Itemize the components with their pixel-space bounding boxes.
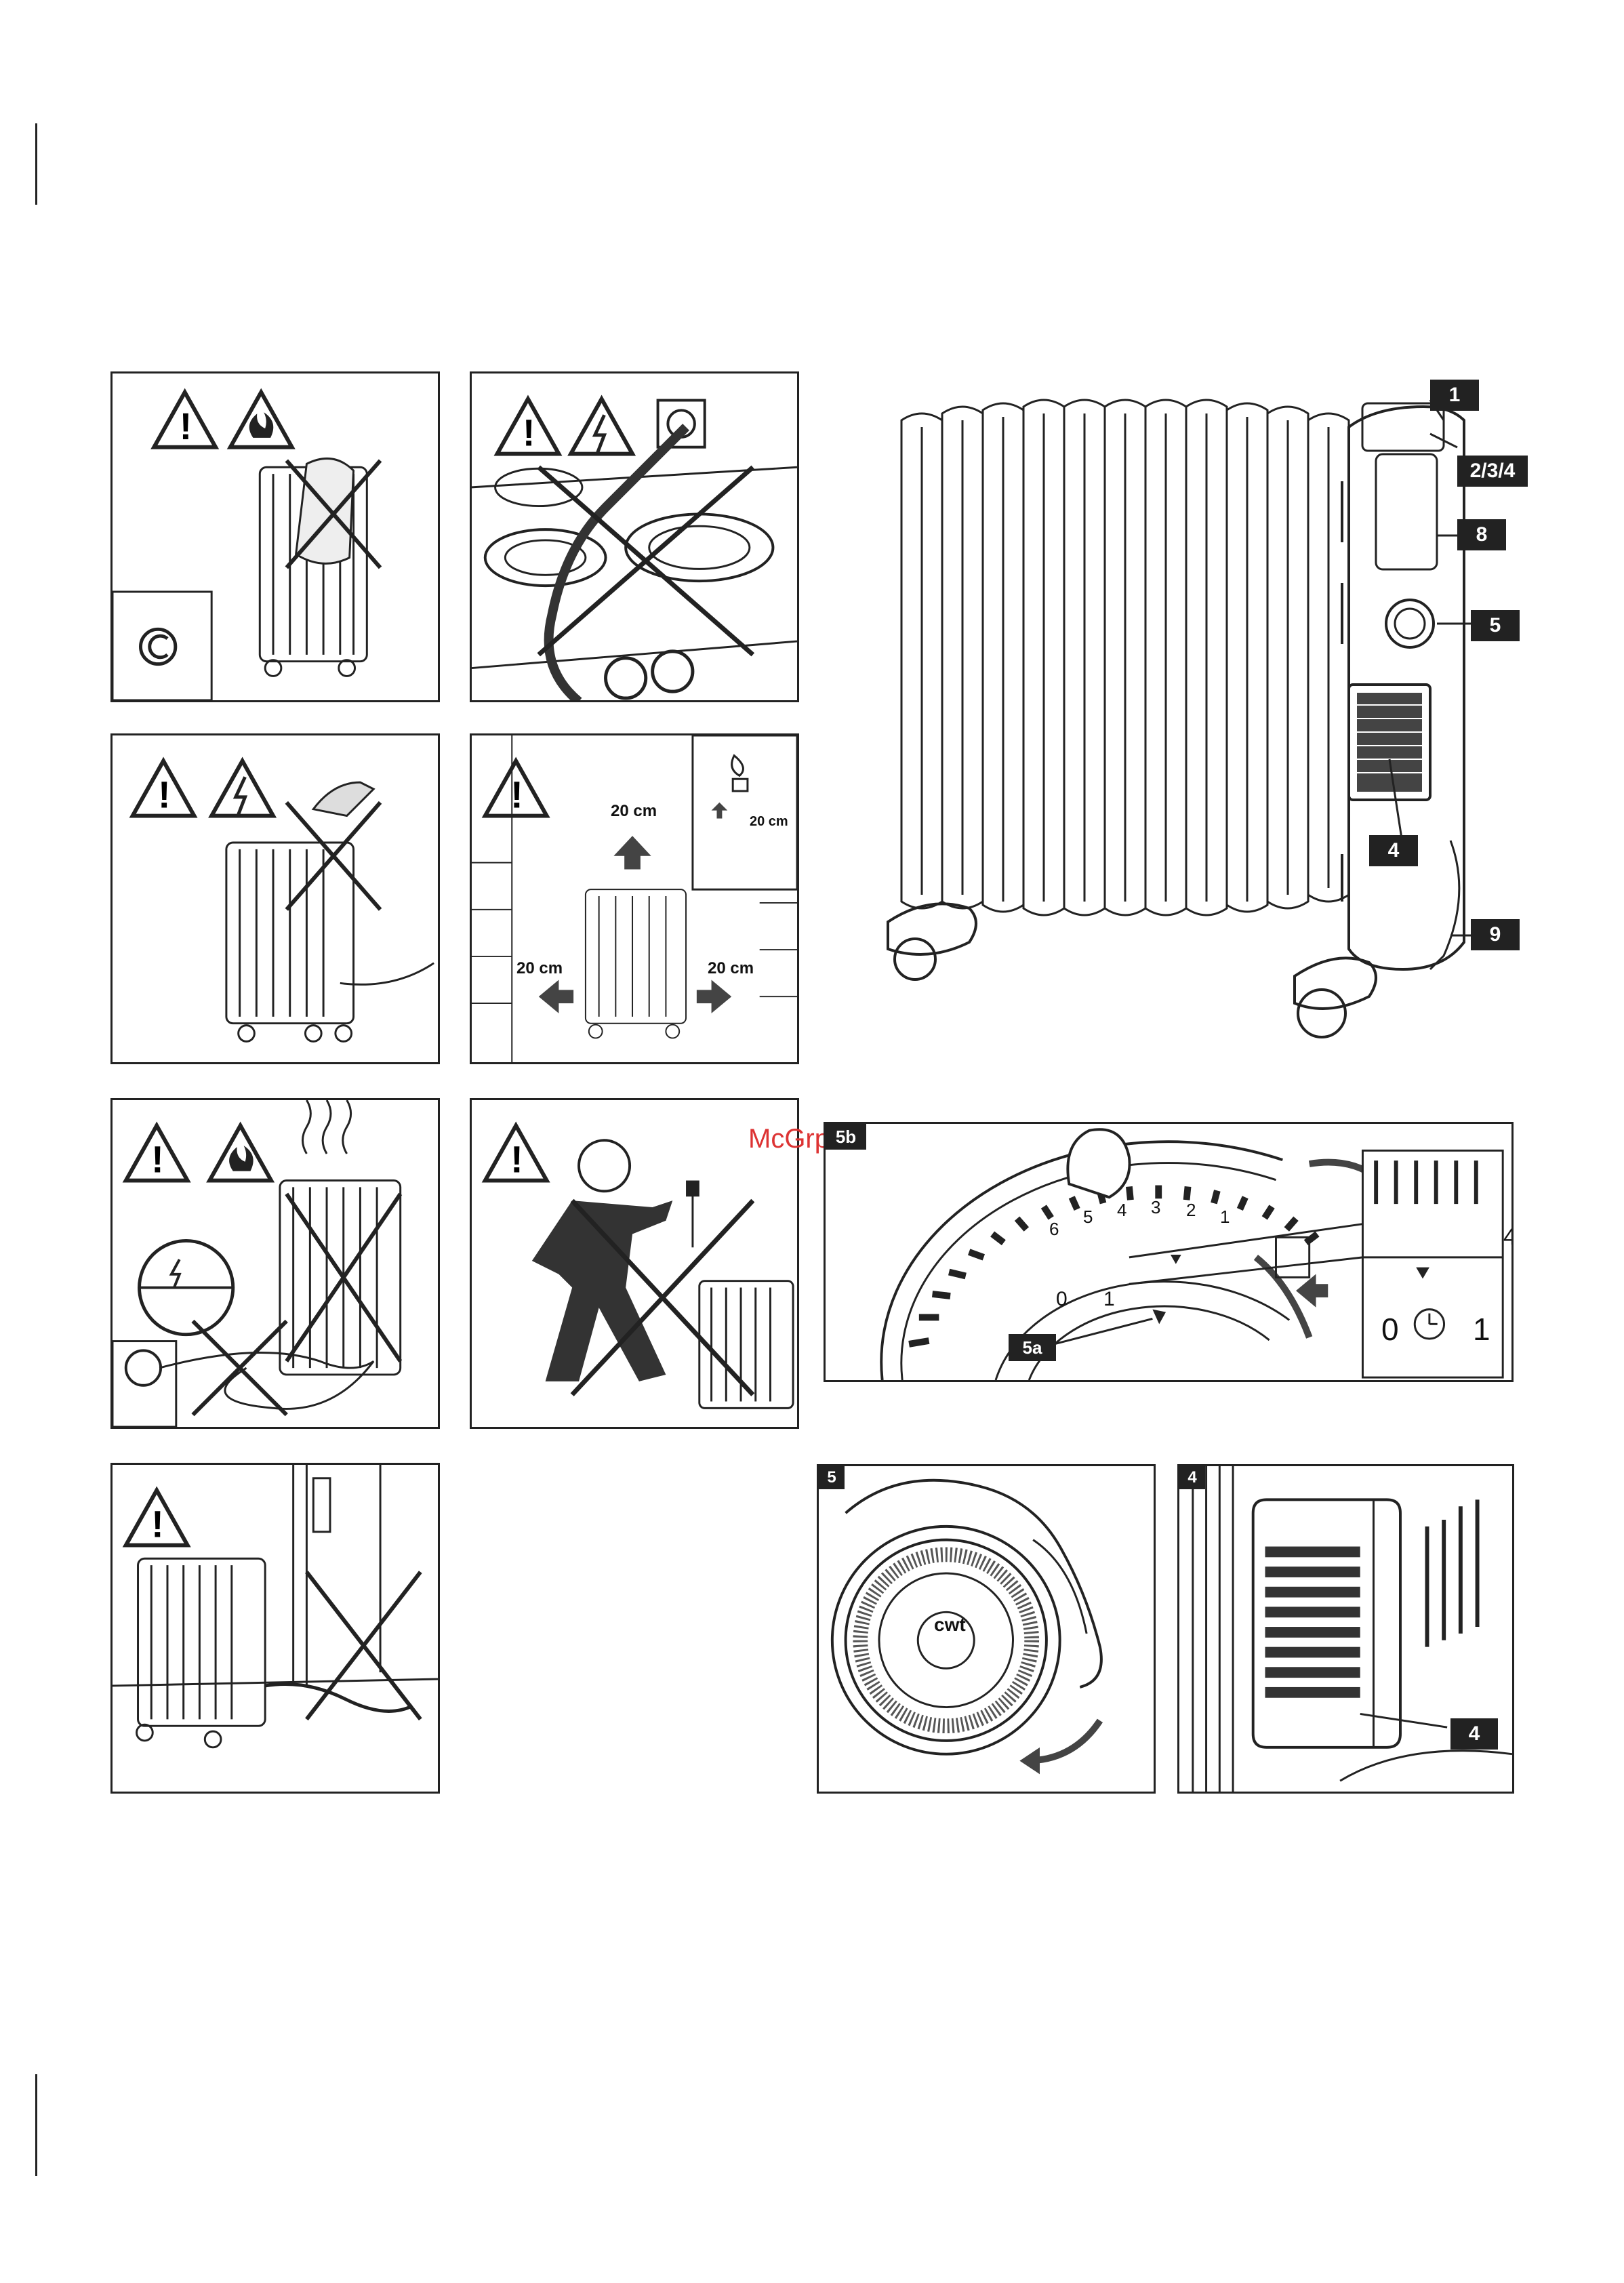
dial-number-6: 6 (1049, 1219, 1059, 1240)
heater-overview-diagram: 1 2/3/4 8 5 4 9 (874, 380, 1511, 1078)
clearance-left-label: 20 cm (516, 959, 563, 978)
clearance-top-label: 20 cm (611, 802, 657, 821)
panel-cord-not-under-door-illustration: ! (113, 1465, 438, 1792)
panel-timer-setting: 5b 5a 6 5 4 3 2 1 0 1 4 3 0 1 (824, 1122, 1514, 1382)
callout-4-vent: 4 (1450, 1718, 1498, 1750)
callout-9: 9 (1471, 919, 1520, 950)
scan-mark-bottom (35, 2074, 37, 2176)
panel-cord-away-from-hob-illustration: ! (472, 373, 797, 700)
panel-clearance-illustration: ! (472, 735, 797, 1062)
panel-do-not-cover: ! (110, 371, 440, 702)
clearance-top-shelf-label: 20 cm (750, 814, 788, 830)
panel-timer-knob-illustration (819, 1466, 1154, 1792)
callout-1: 1 (1430, 380, 1479, 411)
dial-number-1: 1 (1220, 1207, 1230, 1228)
callout-5b: 5b (826, 1124, 866, 1150)
svg-text:!: ! (151, 1139, 163, 1181)
panel-do-not-cover-illustration: ! (113, 373, 438, 700)
panel-no-water: ! (110, 1098, 440, 1429)
panel-no-wet-hands-illustration: ! (113, 735, 438, 1062)
svg-text:!: ! (523, 412, 535, 454)
callout-4-header: 4 (1179, 1466, 1205, 1489)
svg-text:!: ! (151, 1503, 163, 1545)
zoom-switch-off: 0 (1381, 1311, 1399, 1348)
svg-text:!: ! (510, 1139, 523, 1181)
callout-5-knob: 5 (819, 1466, 845, 1489)
panel-cord-away-from-hob: ! (470, 371, 799, 702)
dial-number-2: 2 (1186, 1200, 1196, 1221)
dial-number-5: 5 (1083, 1207, 1093, 1228)
callout-5a: 5a (1009, 1334, 1056, 1361)
zoom-number-4: 4 (1503, 1224, 1514, 1251)
clearance-right-label: 20 cm (708, 959, 754, 978)
heater-overview-illustration (874, 380, 1511, 1078)
callout-4: 4 (1369, 835, 1418, 866)
svg-text:!: ! (158, 774, 170, 816)
callout-5: 5 (1471, 610, 1520, 641)
svg-text:!: ! (180, 405, 192, 447)
timer-brand-label: cwt (934, 1614, 966, 1636)
callout-2-3-4: 2/3/4 (1457, 456, 1528, 487)
panel-no-water-illustration: ! (113, 1100, 438, 1427)
panel-vent-detail: 4 4 (1177, 1464, 1514, 1794)
callout-8: 8 (1457, 519, 1506, 550)
dial-switch-off: 0 (1056, 1288, 1068, 1311)
panel-no-wet-hands: ! (110, 733, 440, 1064)
panel-timer-setting-illustration (826, 1124, 1511, 1380)
dial-number-4: 4 (1117, 1200, 1126, 1221)
dial-switch-on: 1 (1103, 1288, 1115, 1311)
panel-clearance: ! 20 cm 20 cm 20 cm 20 cm (470, 733, 799, 1064)
zoom-switch-on: 1 (1473, 1311, 1490, 1348)
dial-number-3: 3 (1151, 1197, 1160, 1218)
panel-cord-not-under-door: ! (110, 1463, 440, 1794)
panel-timer-knob: 5 cwt (817, 1464, 1156, 1794)
scan-mark-top (35, 123, 37, 205)
